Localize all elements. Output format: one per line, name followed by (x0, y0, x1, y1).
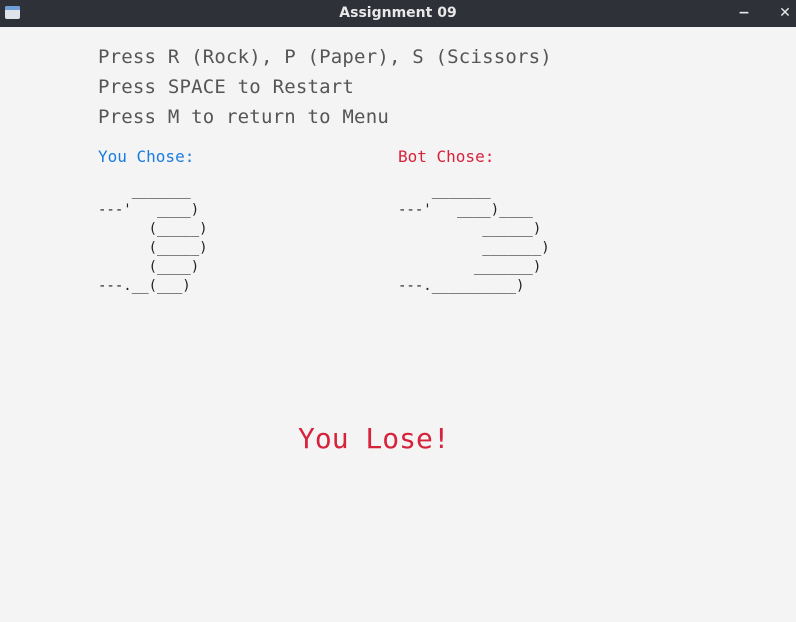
bot-choice-label: Bot Chose: (398, 147, 495, 166)
instruction-choose: Press R (Rock), P (Paper), S (Scissors) (98, 46, 552, 68)
minimize-button[interactable]: − (738, 5, 750, 21)
window-title: Assignment 09 (339, 5, 457, 21)
close-button[interactable]: ✕ (779, 5, 791, 21)
instruction-menu: Press M to return to Menu (98, 106, 389, 128)
bot-choice-art: _______ ---' ____)____ ______) _______) … (398, 183, 550, 294)
instruction-restart: Press SPACE to Restart (98, 76, 355, 98)
game-canvas[interactable]: Press R (Rock), P (Paper), S (Scissors) … (0, 27, 796, 622)
title-bar[interactable]: Assignment 09 − ✕ (0, 0, 796, 27)
player-choice-label: You Chose: (98, 147, 195, 166)
window-app-icon (5, 6, 20, 19)
player-choice-art: _______ ---' ____) (_____) (_____) (____… (98, 183, 208, 294)
result-message: You Lose! (298, 422, 450, 455)
